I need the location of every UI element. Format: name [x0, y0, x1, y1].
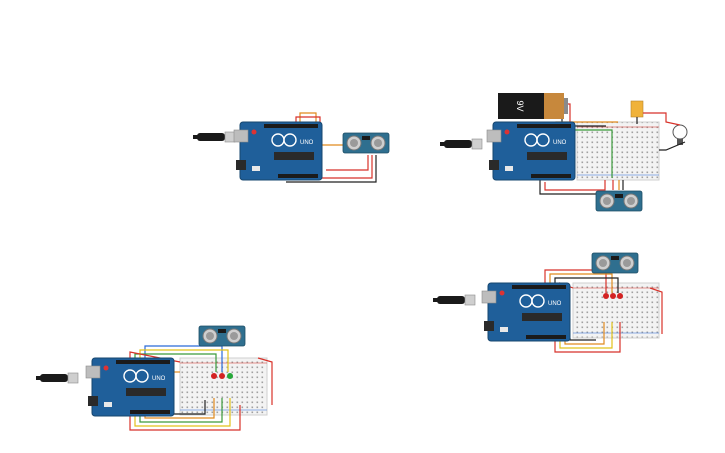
arduino-uno-icon[interactable] — [486, 121, 576, 181]
usb-cable-icon — [35, 372, 79, 384]
led-icon[interactable] — [211, 373, 233, 379]
battery-icon[interactable]: 9V — [498, 93, 568, 119]
ultrasonic-sensor-icon[interactable] — [595, 190, 643, 212]
relay-icon[interactable] — [630, 100, 644, 118]
circuit-bottom-right — [432, 252, 663, 353]
ultrasonic-sensor-icon[interactable] — [198, 325, 246, 347]
breadboard-icon[interactable] — [576, 121, 660, 181]
arduino-uno-icon[interactable] — [85, 357, 175, 417]
arduino-uno-icon[interactable] — [233, 121, 323, 181]
circuit-top-right: 9V — [439, 93, 688, 212]
led-icon[interactable] — [603, 293, 623, 299]
battery-label: 9V — [515, 100, 525, 111]
usb-cable-icon — [432, 294, 476, 306]
ultrasonic-sensor-icon[interactable] — [342, 132, 390, 154]
ultrasonic-sensor-icon[interactable] — [591, 252, 639, 274]
usb-cable-icon — [439, 138, 483, 150]
circuit-top-left — [192, 112, 390, 183]
usb-cable-icon — [192, 131, 236, 143]
breadboard-icon[interactable] — [572, 282, 660, 339]
arduino-uno-icon[interactable] — [481, 282, 571, 342]
breadboard-icon[interactable] — [179, 357, 268, 416]
circuit-bottom-left — [35, 325, 273, 431]
